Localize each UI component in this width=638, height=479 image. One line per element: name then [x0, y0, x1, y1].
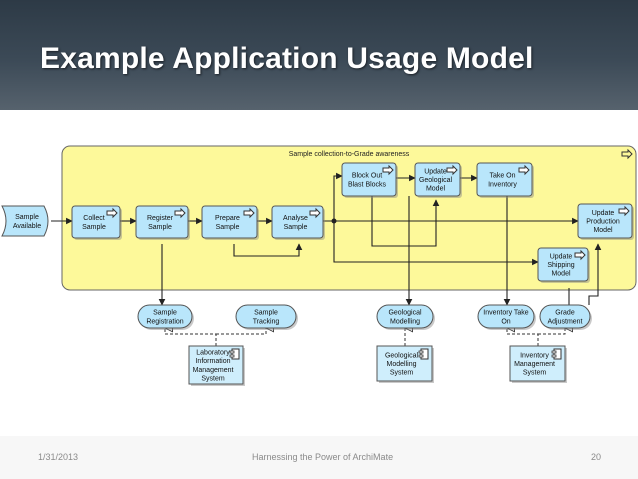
update-geological-model-process-label: Geological — [419, 177, 453, 184]
geological-modelling-system-component-label: Geological — [385, 352, 419, 359]
block-out-blast-blocks-process-label: Block Out — [352, 173, 382, 180]
inventory-management-system-component-label: System — [523, 370, 547, 377]
collect-sample-process-label: Sample — [82, 224, 106, 231]
geological-modelling-system-component-label: System — [390, 370, 414, 377]
geological-modelling-service-label: Modelling — [390, 318, 420, 325]
update-shipping-model-process-label: Model — [551, 271, 571, 278]
geological-modelling-system-component-label: Modelling — [387, 361, 417, 368]
footer-bar — [0, 436, 638, 479]
process-icon — [382, 164, 394, 176]
lims-component-label: Management — [193, 367, 234, 374]
analyse-sample-process-label: Analyse — [283, 215, 308, 222]
update-production-model-process-label: Production — [586, 218, 620, 225]
geological-modelling-service-label: Geological — [388, 310, 422, 317]
update-production-model-process-label: Update — [592, 210, 615, 217]
collect-sample-process-label: Collect — [83, 215, 104, 222]
analyse-sample-process-label: Sample — [284, 224, 308, 231]
inventory-management-system-component-label: Management — [514, 361, 555, 368]
block-out-blast-blocks-process-label: Blast Blocks — [348, 181, 387, 188]
register-sample-process-label: Sample — [148, 224, 172, 231]
footer-date: 1/31/2013 — [38, 452, 79, 462]
realization-connections — [165, 328, 565, 346]
flow-connections — [51, 172, 602, 306]
slide-title: Example Application Usage Model — [40, 42, 534, 75]
component-icon — [418, 348, 429, 360]
take-on-inventory-process-label: Inventory — [488, 181, 517, 188]
lims-component-label: Laboratory — [196, 350, 230, 357]
sample-tracking-service-label: Tracking — [253, 318, 280, 325]
prepare-sample-process-label: Prepare — [215, 215, 240, 222]
group-label: Sample collection-to-Grade awareness — [289, 151, 410, 158]
group-process-icon — [621, 148, 633, 160]
footer-center-text: Harnessing the Power of ArchiMate — [252, 452, 394, 462]
update-production-model-process-label: Model — [593, 227, 613, 234]
component-icon — [229, 348, 240, 360]
process-icon — [518, 164, 530, 176]
inventory-management-system-component-label: Inventory — [520, 352, 549, 359]
inventory-take-on-service-label: Inventory Take — [483, 310, 529, 317]
event-label: Available — [13, 223, 41, 230]
component-icon — [551, 348, 562, 360]
take-on-inventory-process-label: Take On — [489, 173, 515, 180]
update-shipping-model-process-label: Shipping — [547, 262, 574, 269]
sample-registration-service-label: Sample — [153, 310, 177, 317]
page-number: 20 — [591, 452, 602, 462]
inventory-take-on-service-label: On — [501, 318, 510, 325]
process-icon — [574, 249, 586, 261]
update-geological-model-process-label: Model — [426, 186, 446, 193]
grade-adjustment-service-label: Adjustment — [547, 318, 582, 325]
process-icon — [309, 207, 321, 219]
register-sample-process-label: Register — [147, 215, 174, 222]
title-bar — [0, 0, 638, 110]
junction — [331, 218, 337, 224]
grade-adjustment-service-label: Grade — [555, 310, 575, 317]
process-icon — [174, 207, 186, 219]
update-geological-model-process-label: Update — [424, 168, 447, 175]
process-icon — [446, 164, 458, 176]
process-icon — [243, 207, 255, 219]
process-icon — [106, 207, 118, 219]
lims-component-label: Information — [195, 358, 230, 365]
sample-registration-service-label: Registration — [146, 318, 183, 325]
process-icon — [618, 205, 630, 217]
event-label: Sample — [15, 214, 39, 221]
lims-component-label: System — [201, 375, 225, 382]
update-shipping-model-process-label: Update — [550, 253, 573, 260]
prepare-sample-process-label: Sample — [216, 224, 240, 231]
sample-tracking-service-label: Sample — [254, 310, 278, 317]
